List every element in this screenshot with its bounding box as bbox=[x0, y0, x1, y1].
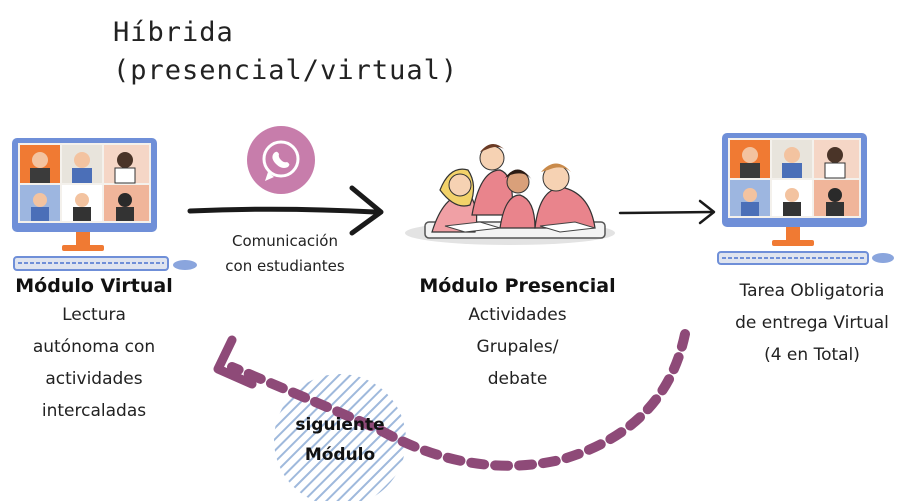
presencial-line: Grupales/ bbox=[476, 337, 559, 357]
whatsapp-icon bbox=[247, 126, 315, 194]
virtual-line: Lectura bbox=[62, 305, 126, 325]
tarea-line: (4 en Total) bbox=[764, 345, 860, 365]
siguiente-line-2: Módulo bbox=[304, 445, 376, 465]
title-line-2: (presencial/virtual) bbox=[113, 55, 459, 86]
tarea-line: Tarea Obligatoria bbox=[739, 281, 885, 301]
presencial-module-block: Módulo Presencial Actividades Grupales/ … bbox=[405, 275, 630, 395]
virtual-module-heading: Módulo Virtual bbox=[15, 275, 173, 297]
communication-line-1: Comunicación bbox=[232, 232, 338, 250]
virtual-line: intercaladas bbox=[41, 401, 147, 421]
siguiente-line-1: siguiente bbox=[295, 415, 385, 435]
presencial-line: Actividades bbox=[468, 305, 567, 325]
page-title: Híbrida (presencial/virtual) bbox=[113, 14, 458, 90]
virtual-module-block: Módulo Virtual Lectura autónoma con acti… bbox=[0, 275, 188, 427]
tarea-monitor-icon bbox=[717, 133, 894, 265]
title-line-1: Híbrida bbox=[113, 17, 234, 48]
virtual-module-description: Lectura autónoma con actividades interca… bbox=[0, 299, 188, 427]
return-arrow-dashed bbox=[213, 329, 690, 471]
arrow-to-tarea bbox=[618, 199, 716, 225]
students-group-illustration bbox=[405, 143, 615, 245]
presencial-module-heading: Módulo Presencial bbox=[419, 275, 616, 297]
virtual-monitor-icon bbox=[12, 138, 197, 271]
presencial-line: debate bbox=[487, 369, 548, 389]
siguiente-modulo-label: siguiente Módulo bbox=[275, 410, 405, 470]
virtual-line: actividades bbox=[45, 369, 143, 389]
virtual-line: autónoma con bbox=[32, 337, 156, 357]
communication-label: Comunicación con estudiantes bbox=[205, 229, 365, 279]
tarea-block: Tarea Obligatoria de entrega Virtual (4 … bbox=[712, 275, 912, 371]
siguiente-modulo-badge bbox=[274, 374, 406, 501]
tarea-line: de entrega Virtual bbox=[735, 313, 889, 333]
communication-line-2: con estudiantes bbox=[225, 257, 345, 275]
presencial-module-description: Actividades Grupales/ debate bbox=[405, 299, 630, 395]
arrow-to-presencial bbox=[187, 185, 384, 236]
